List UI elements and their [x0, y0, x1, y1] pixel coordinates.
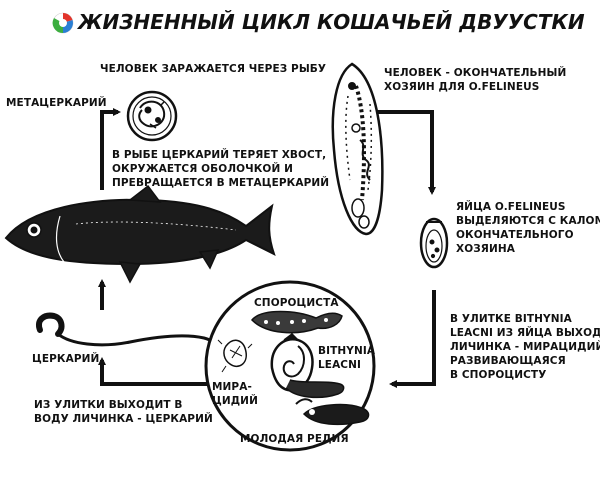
bithynia-line: BITHYNIA [318, 345, 376, 357]
label-cercaria-exit: ИЗ УЛИТКИ ВЫХОДИТ В ВОДУ ЛИЧИНКА - ЦЕРКА… [34, 398, 213, 426]
snail-stage-drawing [204, 280, 376, 452]
label-young-redia: МОЛОДАЯ РЕДИЯ [240, 433, 349, 445]
cercaria-exit-line: ВОДУ ЛИЧИНКА - ЦЕРКАРИЙ [34, 413, 213, 425]
logo-icon [52, 12, 74, 34]
fish-drawing [4, 184, 276, 284]
label-eggs: ЯЙЦА O.FELINEUS ВЫДЕЛЯЮТСЯ С КАЛОМ ОКОНЧ… [456, 200, 600, 256]
label-sporocyst: СПОРОЦИСТА [254, 297, 339, 309]
metacercaria-drawing [126, 90, 178, 142]
fish-stage-line: ОКРУЖАЕТСЯ ОБОЛОЧКОЙ И [112, 163, 293, 175]
cycle-arrows [98, 108, 436, 388]
final-host-line: ХОЗЯИН ДЛЯ O.FELINEUS [384, 81, 540, 93]
label-fish-stage: В РЫБЕ ЦЕРКАРИЙ ТЕРЯЕТ ХВОСТ, ОКРУЖАЕТСЯ… [112, 148, 329, 190]
adult-fluke-drawing [331, 62, 384, 236]
snail-stage-line: В СПОРОЦИСТУ [450, 369, 547, 381]
snail-stage-line: ЛИЧИНКА - МИРАЦИДИЙ, [450, 341, 600, 353]
cercaria-exit-line: ИЗ УЛИТКИ ВЫХОДИТ В [34, 399, 183, 411]
eggs-line: ЯЙЦА O.FELINEUS [456, 201, 566, 213]
label-cercaria: ЦЕРКАРИЙ [32, 353, 100, 365]
arrow-snail-to-cercaria [98, 357, 222, 386]
label-snail-stage: В УЛИТКЕ BITHYNIA LEACNI ИЗ ЯЙЦА ВЫХОДИТ… [450, 312, 600, 382]
arrow-eggs-to-snail [389, 290, 436, 388]
diagram-title: ЖИЗНЕННЫЙ ЦИКЛ КОШАЧЬЕЙ ДВУУСТКИ [78, 10, 585, 34]
label-metacercaria: МЕТАЦЕРКАРИЙ [6, 97, 107, 109]
label-miracidium: МИРА- ЦИДИЙ [212, 380, 258, 408]
label-final-host: ЧЕЛОВЕК - ОКОНЧАТЕЛЬНЫЙ ХОЗЯИН ДЛЯ O.FEL… [384, 66, 566, 94]
arrow-human-to-eggs [375, 110, 436, 195]
bithynia-line: LEACNI [318, 359, 361, 371]
fish-stage-line: ПРЕВРАЩАЕТСЯ В МЕТАЦЕРКАРИЙ [112, 177, 330, 189]
miracidium-line: МИРА- [212, 381, 252, 393]
cercaria-drawing [36, 312, 216, 348]
miracidium-line: ЦИДИЙ [212, 395, 258, 407]
final-host-line: ЧЕЛОВЕК - ОКОНЧАТЕЛЬНЫЙ [384, 67, 567, 79]
arrow-fish-to-metacercaria [100, 108, 121, 190]
label-human-infection: ЧЕЛОВЕК ЗАРАЖАЕТСЯ ЧЕРЕЗ РЫБУ [100, 63, 327, 75]
snail-stage-line: В УЛИТКЕ BITHYNIA [450, 313, 572, 325]
snail-stage-line: LEACNI ИЗ ЯЙЦА ВЫХОДИТ [450, 327, 600, 339]
eggs-line: ХОЗЯИНА [456, 243, 515, 255]
snail-stage-line: РАЗВИВАЮЩАЯСЯ [450, 355, 566, 367]
eggs-line: ОКОНЧАТЕЛЬНОГО [456, 229, 574, 241]
label-bithynia: BITHYNIA LEACNI [318, 344, 375, 372]
eggs-line: ВЫДЕЛЯЮТСЯ С КАЛОМ [456, 215, 600, 227]
egg-drawing [419, 217, 449, 269]
fish-stage-line: В РЫБЕ ЦЕРКАРИЙ ТЕРЯЕТ ХВОСТ, [112, 149, 327, 161]
